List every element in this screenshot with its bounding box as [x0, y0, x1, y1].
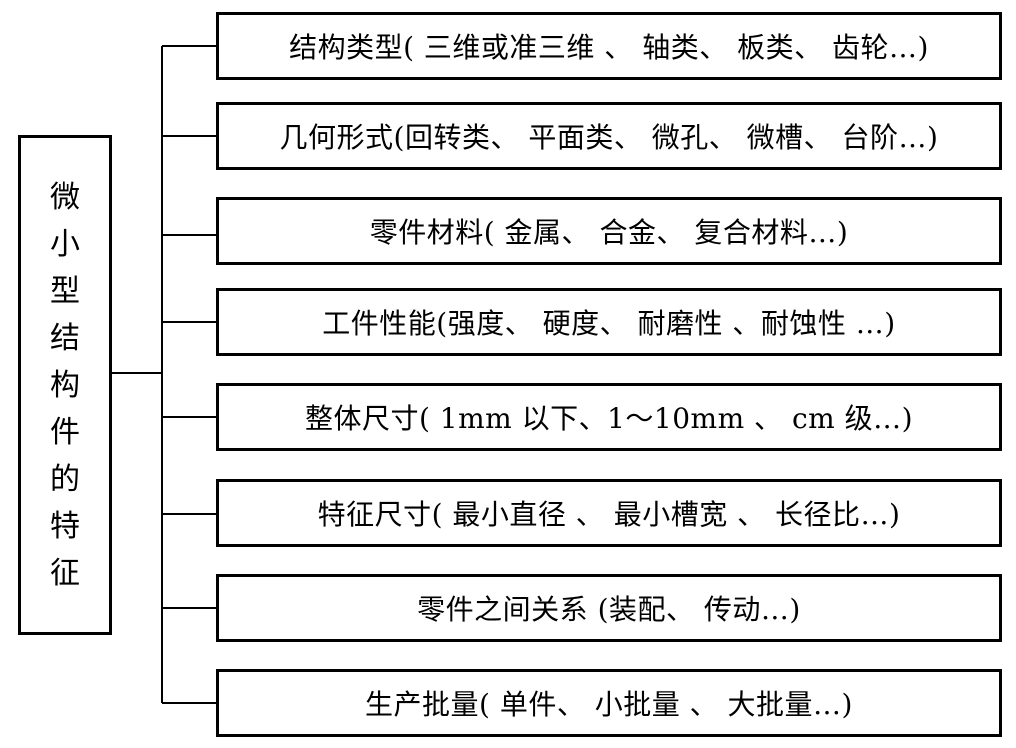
- feature-box-production-batch: 生产批量( 单件、 小批量 、 大批量…): [216, 669, 1002, 737]
- feature-label: 工件性能(强度、 硬度、 耐磨性 、耐蚀性 …): [322, 307, 896, 340]
- feature-label: 整体尺寸( 1mm 以下、1～10mm 、 cm 级…): [304, 402, 914, 435]
- feature-label: 几何形式(回转类、 平面类、 微孔、 微槽、 台阶…): [279, 121, 939, 154]
- feature-box-feature-size: 特征尺寸( 最小直径 、 最小槽宽 、 长径比…): [216, 479, 1002, 547]
- feature-box-part-relationship: 零件之间关系 (装配、 传动…): [216, 574, 1002, 642]
- feature-box-workpiece-performance: 工件性能(强度、 硬度、 耐磨性 、耐蚀性 …): [216, 288, 1002, 356]
- feature-box-structure-type: 结构类型( 三维或准三维 、 轴类、 板类、 齿轮…): [216, 12, 1002, 80]
- feature-label: 特征尺寸( 最小直径 、 最小槽宽 、 长径比…): [317, 498, 901, 531]
- feature-label: 生产批量( 单件、 小批量 、 大批量…): [365, 688, 853, 721]
- feature-box-part-material: 零件材料( 金属、 合金、 复合材料…): [216, 197, 1002, 265]
- root-node: 微小型结构件的特征: [18, 135, 112, 635]
- feature-label: 零件之间关系 (装配、 传动…): [417, 593, 801, 626]
- feature-box-overall-size: 整体尺寸( 1mm 以下、1～10mm 、 cm 级…): [216, 383, 1002, 451]
- feature-box-geometry-form: 几何形式(回转类、 平面类、 微孔、 微槽、 台阶…): [216, 102, 1002, 170]
- feature-label: 结构类型( 三维或准三维 、 轴类、 板类、 齿轮…): [289, 31, 929, 64]
- feature-label: 零件材料( 金属、 合金、 复合材料…): [369, 216, 849, 249]
- root-label: 微小型结构件的特征: [50, 179, 80, 591]
